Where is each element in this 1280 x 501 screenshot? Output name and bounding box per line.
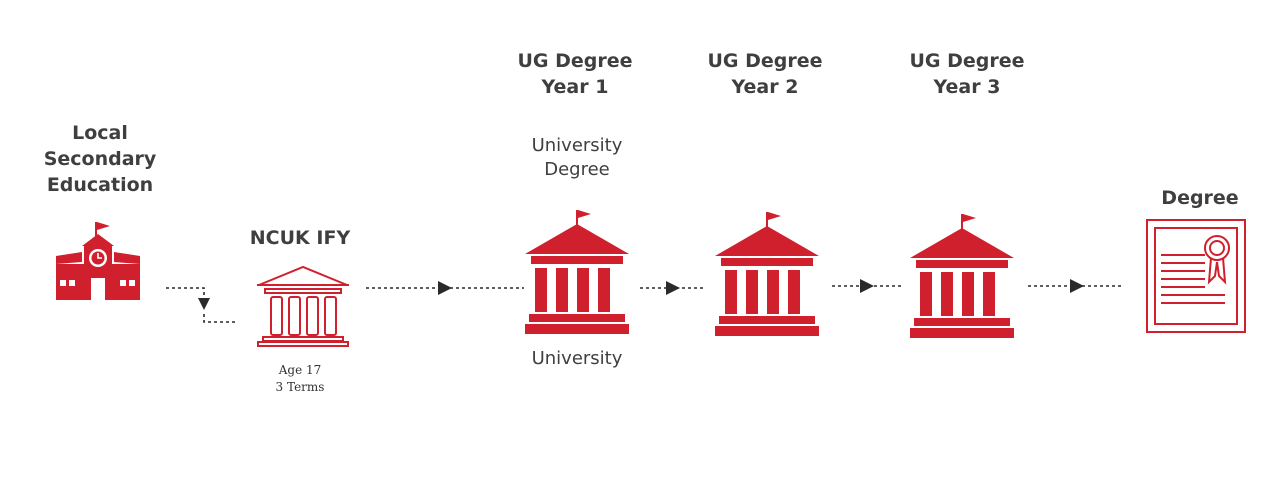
label-ncuk-ify: NCUK IFY (249, 227, 351, 249)
label-ug-year-3: UG Degree Year 3 (909, 50, 1025, 98)
label-university: University (531, 348, 623, 369)
label-ug-year-1: UG Degree Year 1 (517, 50, 633, 98)
connector-arrow-4 (832, 279, 904, 293)
connector-arrow-1 (166, 287, 238, 323)
university-outline-icon (257, 265, 349, 347)
label-ify-details: Age 17 3 Terms (275, 363, 325, 394)
label-degree: Degree (1161, 187, 1239, 209)
university-icon (910, 214, 1014, 338)
university-icon (715, 212, 819, 336)
connector-arrow-2 (366, 281, 524, 295)
degree-certificate-icon (1146, 219, 1246, 333)
connector-arrow-5 (1028, 279, 1122, 293)
label-university-degree: University Degree (531, 135, 623, 180)
label-ug-year-2: UG Degree Year 2 (707, 50, 823, 98)
school-icon (56, 222, 140, 300)
label-local-secondary-education: Local Secondary Education (43, 122, 157, 196)
connector-arrow-3 (640, 281, 704, 295)
university-icon (525, 210, 629, 334)
